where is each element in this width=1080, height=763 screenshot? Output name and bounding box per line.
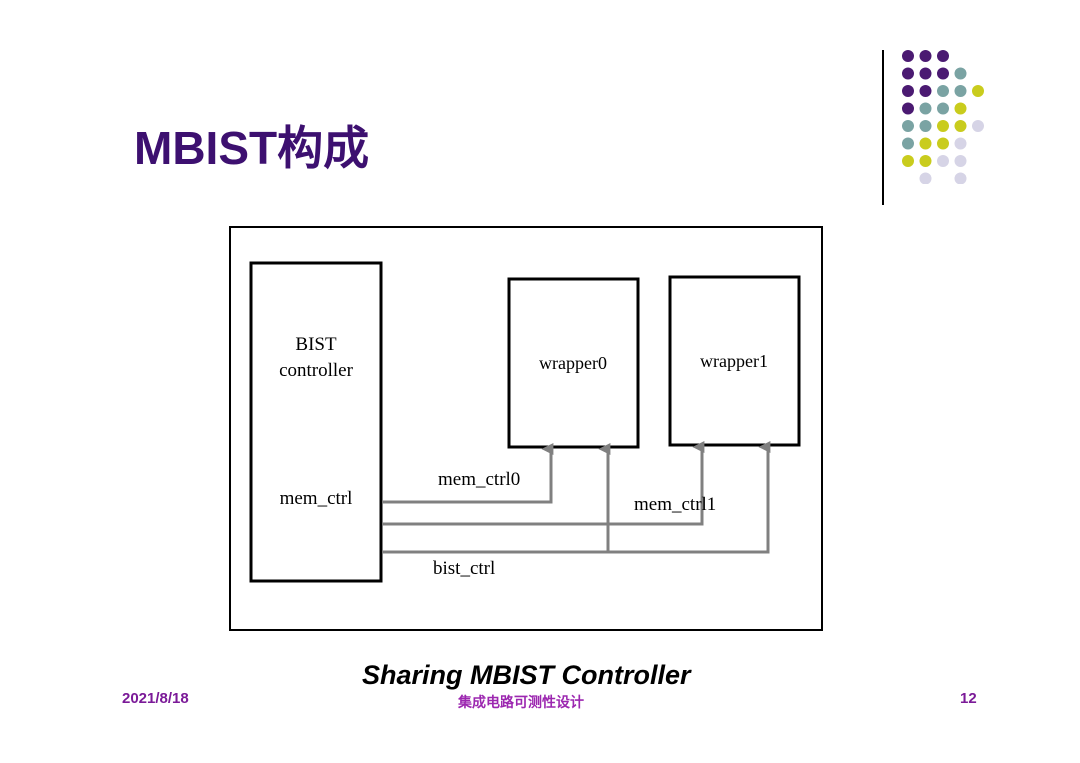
decorative-dot: [919, 85, 932, 97]
decorative-dot: [919, 67, 932, 80]
footer-course-title: 集成电路可测性设计: [458, 694, 584, 710]
decorative-dot: [937, 67, 949, 80]
footer-page-number: 12: [960, 690, 977, 707]
figure-caption: Sharing MBIST Controller: [362, 660, 691, 690]
slide-title: MBIST构成: [134, 122, 370, 174]
wrapper1-label: wrapper1: [700, 351, 768, 371]
decorative-dot: [937, 137, 949, 150]
decorative-dot: [902, 155, 914, 167]
controller-port-label: mem_ctrl: [280, 488, 353, 509]
decorative-dot: [902, 50, 914, 62]
decorative-dot-grid: [902, 50, 984, 184]
decorative-dot: [902, 67, 914, 80]
mbist-diagram: BIST controller mem_ctrl wrapper0 wrappe…: [229, 226, 823, 631]
wrapper1-box: [668, 275, 801, 447]
bist-ctrl-label: bist_ctrl: [433, 558, 495, 579]
bist-controller-box: [249, 261, 383, 583]
decorative-dot: [919, 137, 932, 150]
controller-label-line2: controller: [279, 360, 354, 381]
title-divider-line: [882, 50, 884, 205]
mem-ctrl1-label: mem_ctrl1: [634, 494, 716, 515]
controller-label-line1: BIST: [295, 334, 337, 355]
decorative-dot: [954, 67, 967, 80]
decorative-dot: [972, 85, 984, 97]
bist-ctrl-line: [382, 441, 771, 554]
decorative-dot: [972, 120, 984, 132]
decorative-dot: [919, 155, 932, 167]
mem-ctrl0-line: [382, 443, 554, 504]
mem-ctrl0-label: mem_ctrl0: [438, 469, 520, 490]
wrapper0-label: wrapper0: [539, 353, 607, 373]
decorative-dot: [937, 85, 949, 97]
wrapper0-box: [507, 277, 640, 449]
decorative-dot: [954, 137, 967, 150]
decorative-dot: [954, 172, 967, 184]
decorative-dot: [902, 85, 914, 97]
decorative-dot: [937, 155, 949, 167]
decorative-dot: [919, 172, 932, 184]
decorative-dot: [902, 137, 914, 150]
decorative-dot: [954, 102, 967, 115]
decorative-dot: [902, 120, 914, 132]
decorative-dot: [954, 85, 967, 97]
decorative-dot: [919, 102, 932, 115]
mem-ctrl1-line: [382, 441, 705, 526]
decorative-dot: [937, 120, 949, 132]
decorative-dot: [937, 102, 949, 115]
decorative-dot: [919, 50, 932, 62]
decorative-dot: [902, 102, 914, 115]
footer-date: 2021/8/18: [122, 690, 189, 707]
decorative-dot: [919, 120, 932, 132]
decorative-dot: [954, 120, 967, 132]
decorative-dot: [937, 50, 949, 62]
decorative-dot: [954, 155, 967, 167]
